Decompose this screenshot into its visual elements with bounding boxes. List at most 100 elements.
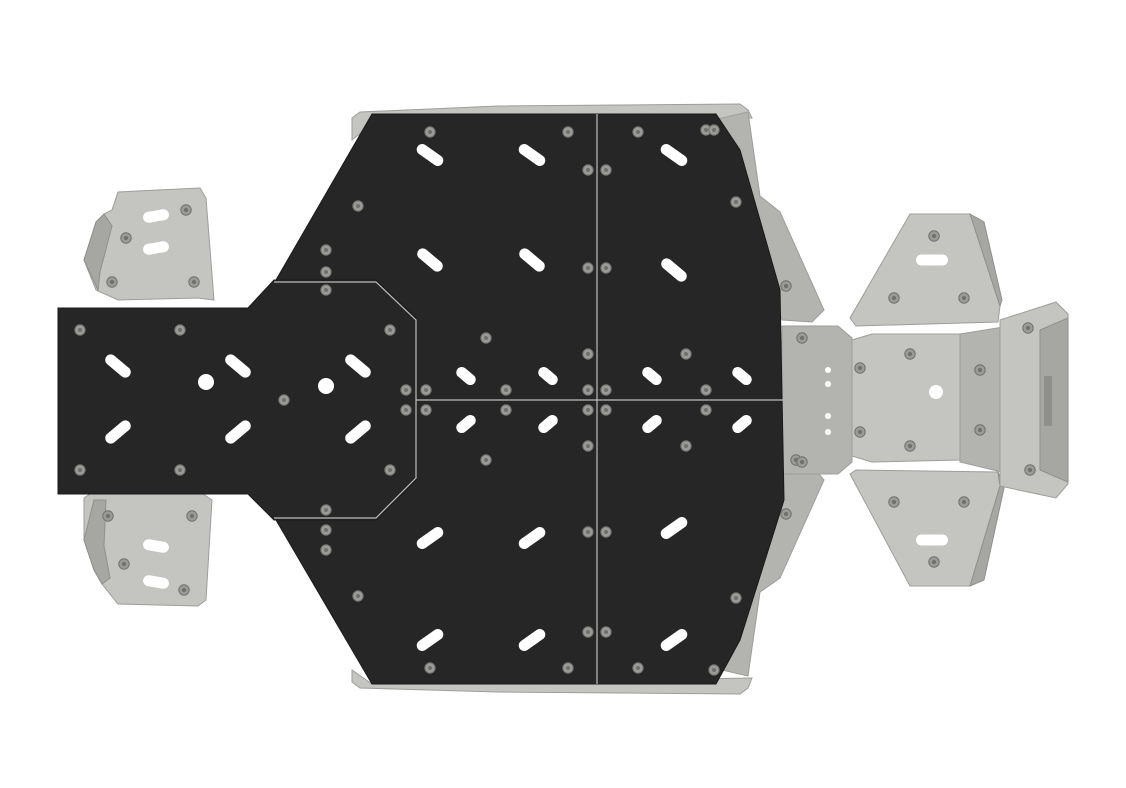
bolt xyxy=(400,404,412,416)
bolt xyxy=(730,592,742,604)
bolt xyxy=(500,404,512,416)
upper-left-guard-side xyxy=(83,213,113,292)
bolt xyxy=(74,324,86,336)
bolt xyxy=(904,440,916,452)
round-hole xyxy=(198,374,214,390)
bolt xyxy=(582,440,594,452)
bolt xyxy=(352,590,364,602)
bolt xyxy=(958,292,970,304)
bolt xyxy=(480,332,492,344)
slot-cutout xyxy=(518,629,546,651)
bolt xyxy=(600,384,612,396)
bolt xyxy=(904,348,916,360)
slot-cutout xyxy=(143,209,169,223)
bolt xyxy=(780,280,792,292)
bolt xyxy=(600,164,612,176)
slot-cutout xyxy=(105,354,131,378)
bolt xyxy=(400,384,412,396)
bolt xyxy=(74,464,86,476)
mounting-bolts xyxy=(74,124,1036,676)
bolt xyxy=(888,292,900,304)
bolt xyxy=(500,384,512,396)
round-hole xyxy=(318,378,334,394)
rear-skid-end-face xyxy=(1039,317,1069,483)
slot-cutout xyxy=(225,420,251,444)
bolt xyxy=(600,262,612,274)
bolt xyxy=(174,324,186,336)
main-plate xyxy=(57,113,785,685)
bolt xyxy=(424,662,436,674)
bolt xyxy=(188,276,200,288)
upper-right-guard-side xyxy=(969,212,1003,308)
slot-cutout xyxy=(642,366,662,386)
top-side-rail xyxy=(351,103,753,142)
bolt xyxy=(106,276,118,288)
bolt xyxy=(780,508,792,520)
bolt xyxy=(600,526,612,538)
bolt xyxy=(384,464,396,476)
bolt xyxy=(320,266,332,278)
slot-cutout xyxy=(416,144,444,166)
bolt xyxy=(118,558,130,570)
slot-cutout xyxy=(456,366,476,386)
rear-logo xyxy=(1044,376,1052,426)
bolt xyxy=(974,424,986,436)
bolt xyxy=(424,126,436,138)
bolt xyxy=(420,384,432,396)
bolt xyxy=(680,348,692,360)
bolt xyxy=(700,384,712,396)
slot-cutout xyxy=(518,527,546,549)
round-hole xyxy=(929,385,943,399)
round-hole xyxy=(825,367,831,373)
bolt xyxy=(562,126,574,138)
round-hole xyxy=(825,413,831,419)
bolt xyxy=(928,556,940,568)
bolt xyxy=(320,524,332,536)
bolt xyxy=(582,626,594,638)
slot-cutout xyxy=(417,248,443,272)
round-hole xyxy=(825,381,831,387)
front-plate-body xyxy=(57,279,417,521)
bolt xyxy=(854,362,866,374)
bolt xyxy=(708,124,720,136)
slot-cutout xyxy=(538,414,558,434)
bolt xyxy=(796,332,808,344)
slot-cutout xyxy=(225,354,251,378)
slot-cutout xyxy=(143,575,169,589)
slot-cutout xyxy=(660,629,688,651)
bolt xyxy=(888,496,900,508)
slot-cutout xyxy=(456,414,476,434)
bolt xyxy=(180,204,192,216)
bolt xyxy=(582,262,594,274)
bolt xyxy=(320,544,332,556)
slot-cutout xyxy=(416,629,444,651)
bolt xyxy=(1022,322,1034,334)
bolt xyxy=(120,232,132,244)
bolt xyxy=(600,404,612,416)
bolt xyxy=(178,584,190,596)
bolt xyxy=(102,510,114,522)
slot-cutout xyxy=(642,414,662,434)
bolt xyxy=(384,324,396,336)
bolt xyxy=(562,662,574,674)
round-hole xyxy=(825,429,831,435)
plate-seams xyxy=(274,114,784,684)
plate-holes xyxy=(198,367,943,435)
bolt xyxy=(928,230,940,242)
bolt xyxy=(582,164,594,176)
bolt xyxy=(700,124,712,136)
slot-cutout xyxy=(538,366,558,386)
slot-cutout xyxy=(105,420,131,444)
slot-cutout xyxy=(732,366,752,386)
slot-cutout xyxy=(916,534,948,546)
bolt xyxy=(352,200,364,212)
bolt xyxy=(186,510,198,522)
bolt xyxy=(974,364,986,376)
bolt xyxy=(1024,464,1036,476)
bolt xyxy=(582,404,594,416)
bolt xyxy=(730,196,742,208)
slot-cutout xyxy=(660,144,688,166)
bolt xyxy=(700,404,712,416)
plate-slots xyxy=(105,144,948,651)
